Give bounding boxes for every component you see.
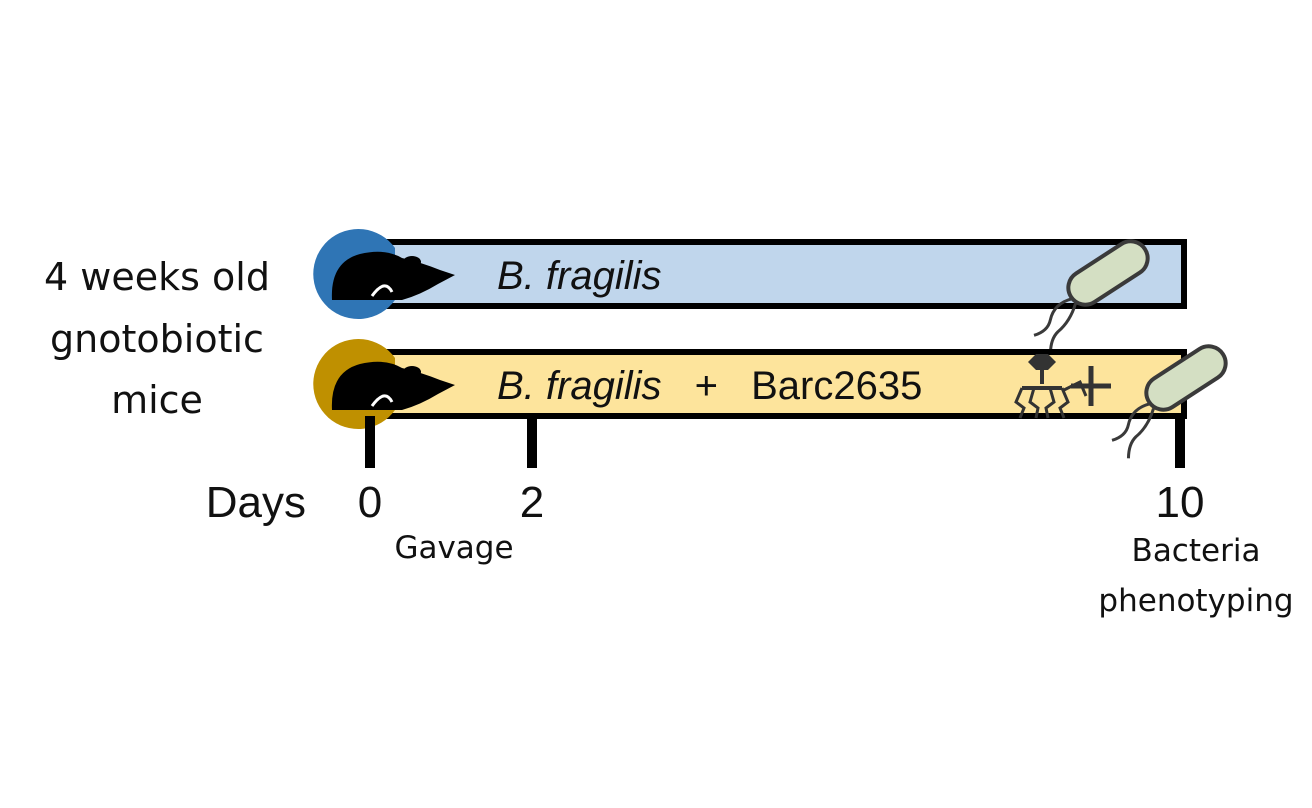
bacterium-icon bbox=[1111, 344, 1228, 459]
timeline-tick-label-day-0: 0 bbox=[358, 478, 382, 527]
group-bfragilis-row: B. fragilis bbox=[313, 229, 1187, 354]
subject-line-1: 4 weeks old bbox=[44, 255, 270, 299]
timeline-event-day-10-line-2: phenotyping bbox=[1098, 583, 1293, 619]
subject-label: 4 weeks old gnotobiotic mice bbox=[44, 255, 270, 422]
group2-species-label: B. fragilis bbox=[497, 364, 662, 408]
subject-line-3: mice bbox=[111, 378, 203, 422]
timeline-axis-label: Days bbox=[206, 478, 306, 527]
group2-phage-label: Barc2635 bbox=[751, 364, 922, 408]
plus-icon bbox=[1071, 366, 1111, 406]
timeline-tick-label-day-2: 2 bbox=[520, 478, 544, 527]
group-bar-bfragilis bbox=[365, 239, 1187, 309]
group2-connector-label: + bbox=[695, 364, 718, 408]
mouse-icon bbox=[331, 361, 455, 410]
mouse-icon bbox=[331, 251, 455, 300]
phage-icon bbox=[1014, 354, 1088, 419]
subject-line-2: gnotobiotic bbox=[50, 317, 264, 361]
group-bfragilis-phage-row: B. fragilis + Barc2635 bbox=[313, 339, 1228, 459]
timeline-tick-label-day-10: 10 bbox=[1156, 478, 1205, 527]
timeline-event-day-10-line-1: Bacteria bbox=[1132, 533, 1261, 569]
group2-label: B. fragilis + Barc2635 bbox=[497, 364, 922, 408]
timeline-event-day-0: Gavage bbox=[394, 530, 513, 566]
bacterium-icon bbox=[1033, 239, 1150, 354]
group1-species-label: B. fragilis bbox=[497, 254, 662, 298]
